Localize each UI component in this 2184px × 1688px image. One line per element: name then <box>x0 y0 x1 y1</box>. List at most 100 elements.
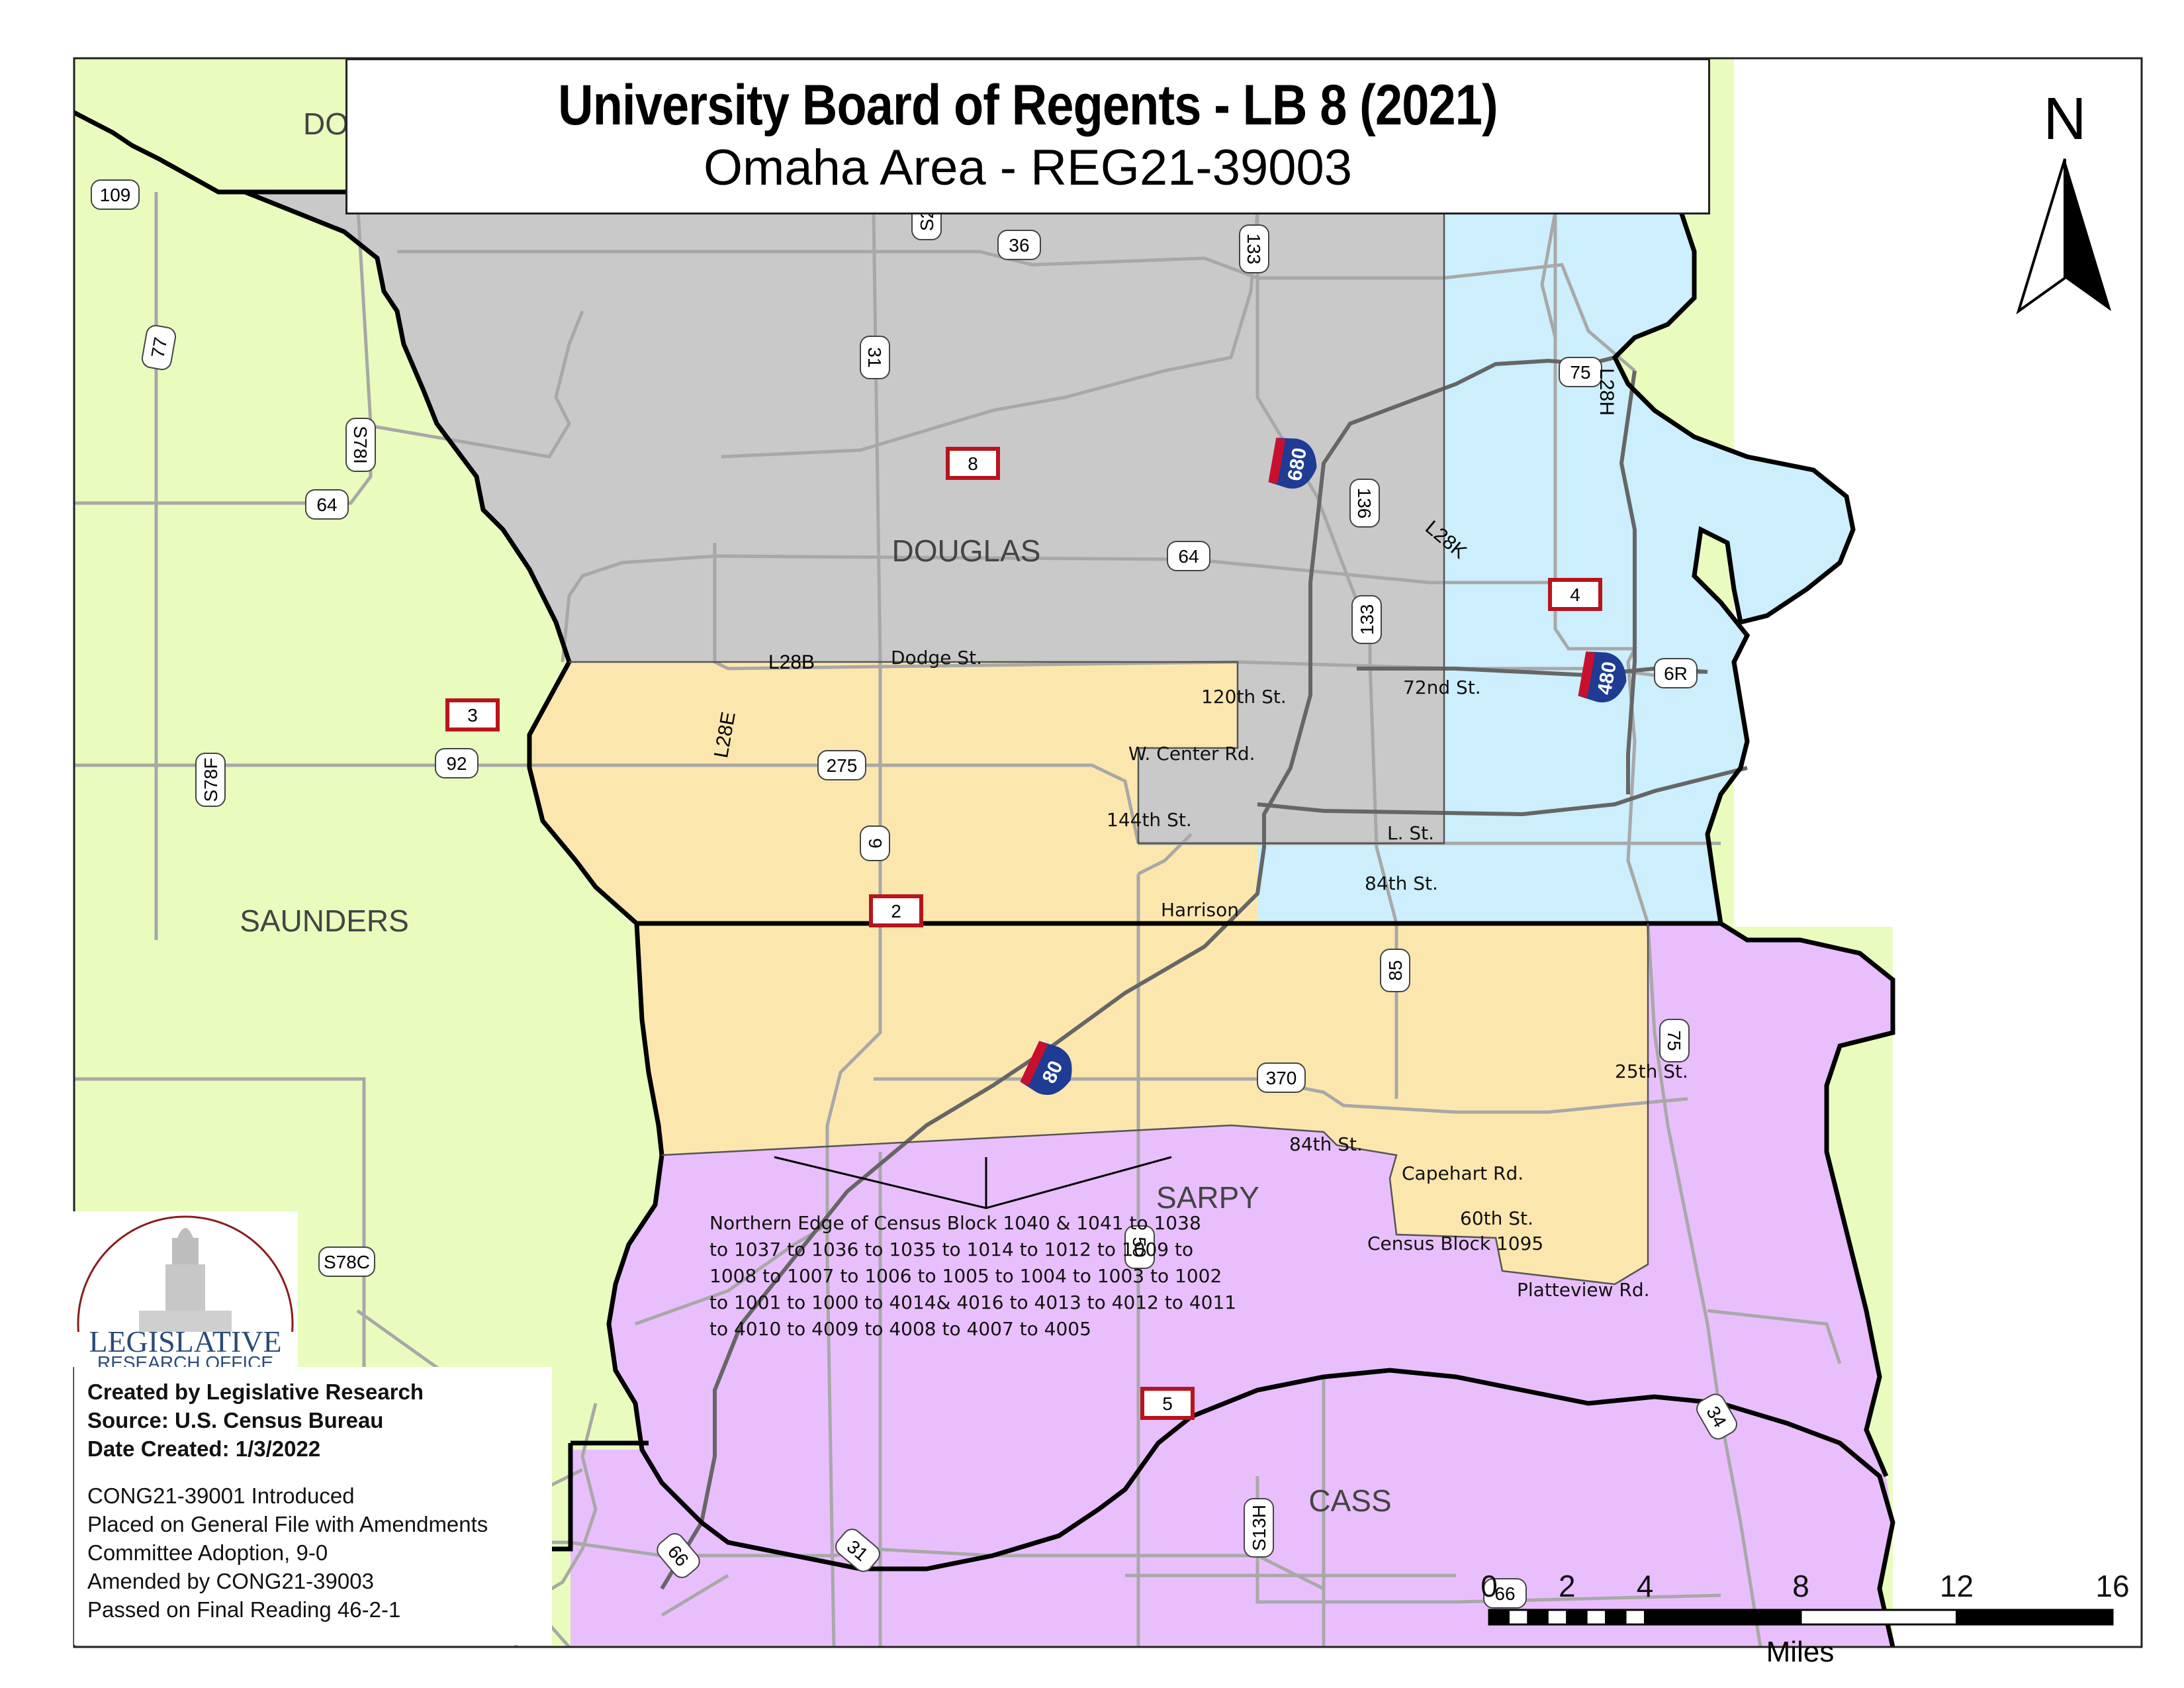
shield-36-label: 36 <box>1009 235 1029 256</box>
shield-s78i-label: S78I <box>350 426 371 464</box>
label-w-center-rd: W. Center Rd. <box>1128 743 1255 765</box>
shield-66-east: 66 <box>1483 1578 1527 1609</box>
shield-6-label: 6 <box>865 838 886 849</box>
info-history-4: Amended by CONG21-39003 <box>87 1569 374 1593</box>
scale-bar-tick-label: 12 <box>1940 1569 1974 1603</box>
map-title-box: University Board of Regents - LB 8 (2021… <box>345 58 1710 214</box>
label-l-st: L. St. <box>1387 822 1434 844</box>
shield-66-west: 66 <box>657 1533 700 1578</box>
shield-s13h-label: S13H <box>1249 1505 1269 1551</box>
shield-92: 92 <box>435 748 478 778</box>
label-25th-st: 25th St. <box>1615 1060 1688 1082</box>
shield-31-south: 31 <box>835 1528 880 1572</box>
capitol-icon: LEGISLATIVE RESEARCH OFFICE <box>73 1215 298 1432</box>
shield-75-south-label: 75 <box>1664 1030 1684 1051</box>
shield-6r: 6R <box>1654 658 1698 688</box>
shield-75-north: 75 <box>1559 357 1602 387</box>
boundaries <box>74 110 1895 1647</box>
interstate-680: 680 <box>1268 438 1317 489</box>
label-144th-st: 144th St. <box>1107 809 1192 831</box>
district-5-area <box>569 923 1893 1647</box>
district-badge-5: 5 <box>1140 1387 1195 1420</box>
district-badge-4-label: 4 <box>1570 585 1580 605</box>
shield-370-label: 370 <box>1266 1068 1297 1088</box>
shield-50-label: 50 <box>1129 1237 1150 1257</box>
district-badge-5-label: 5 <box>1162 1393 1173 1414</box>
shield-370: 370 <box>1257 1062 1306 1093</box>
interstate-shields: 680 480 80 <box>1020 438 1627 1096</box>
annotation-line-4: to 1001 to 1000 to 4014& 4016 to 4013 to… <box>709 1291 1236 1313</box>
scale-bar-segment <box>1546 1609 1569 1626</box>
logo-line-2: RESEARCH OFFICE <box>97 1352 273 1367</box>
district-badge-3: 3 <box>445 698 500 731</box>
map-info-box: Created by Legislative Research Source: … <box>74 1367 552 1645</box>
annotation-line-5: to 4010 to 4009 to 4008 to 4007 to 4005 <box>709 1318 1091 1340</box>
label-84th-st-south: 84th St. <box>1289 1133 1363 1155</box>
district-badges: 2 3 4 5 8 <box>445 447 1602 1420</box>
shield-75-north-label: 75 <box>1570 362 1590 383</box>
logo-line-1: LEGISLATIVE <box>89 1325 281 1358</box>
iowa-area <box>1681 58 2142 1647</box>
scale-bar-segment <box>1956 1609 2114 1626</box>
shield-l28h-label: L28H <box>1596 368 1617 416</box>
shield-50: 50 <box>1124 1225 1155 1269</box>
shield-s13h: S13H <box>1244 1498 1274 1558</box>
scale-bar-tick-label: 2 <box>1559 1569 1576 1603</box>
county-label-sarpy: SARPY <box>1156 1180 1259 1215</box>
shield-64-west-label: 64 <box>316 494 337 515</box>
scale-bar-segment <box>1566 1609 1588 1626</box>
district-badge-2: 2 <box>869 894 923 927</box>
label-60th-st: 60th St. <box>1460 1207 1533 1229</box>
annotation-line-1: Northern Edge of Census Block 1040 & 104… <box>709 1212 1201 1234</box>
county-label-saunders: SAUNDERS <box>240 904 409 938</box>
highway-shields: 109 77 S78I 64 S78F 92 S78C 36 S2 133 31… <box>91 179 1737 1609</box>
shield-133-south-label: 133 <box>1357 604 1377 635</box>
census-block-annotation: Northern Edge of Census Block 1040 & 104… <box>709 1212 1236 1340</box>
shield-64-east-label: 64 <box>1178 546 1199 567</box>
street-labels: Dodge St. 120th St. 72nd St. W. Center R… <box>891 647 1688 1301</box>
label-platteview-rd: Platteview Rd. <box>1517 1279 1650 1301</box>
interstate-480: 480 <box>1578 651 1627 703</box>
district-2-north-area <box>529 662 1257 923</box>
shield-77-label: 77 <box>148 336 171 359</box>
annotation-line-3: 1008 to 1007 to 1006 to 1005 to 1004 to … <box>709 1265 1222 1287</box>
scale-bar-segment <box>1624 1609 1646 1626</box>
shield-133-north-label: 133 <box>1244 234 1264 265</box>
info-history-5: Passed on Final Reading 46-2-1 <box>87 1597 401 1622</box>
district-lines <box>569 212 1649 1286</box>
label-capehart-rd: Capehart Rd. <box>1402 1162 1524 1184</box>
shield-6r-label: 6R <box>1664 663 1688 684</box>
legislative-research-logo: LEGISLATIVE RESEARCH OFFICE <box>73 1211 298 1432</box>
shield-275-label: 275 <box>827 755 858 776</box>
annotation-line-2: to 1037 to 1036 to 1035 to 1014 to 1012 … <box>709 1239 1193 1260</box>
info-date: Date Created: 1/3/2022 <box>87 1436 321 1461</box>
scale-bar-segment <box>1585 1609 1608 1626</box>
scale-bar-segment <box>1527 1609 1549 1626</box>
scale-bar-tick-label: 16 <box>2095 1569 2129 1603</box>
county-label-douglas: DOUGLAS <box>892 534 1041 568</box>
county-label-douglas-partial: DO <box>303 107 349 141</box>
label-harrison: Harrison <box>1161 899 1239 921</box>
district-badge-2-label: 2 <box>891 901 901 921</box>
shield-s78f: S78F <box>195 753 226 807</box>
map-title: University Board of Regents - LB 8 (2021… <box>558 73 1498 137</box>
shield-31-north-label: 31 <box>864 347 885 367</box>
shield-l28b: L28B <box>768 651 815 673</box>
info-history-1: CONG21-39001 Introduced <box>87 1483 355 1508</box>
shield-l28b-label: L28B <box>768 651 815 673</box>
label-dodge-st: Dodge St. <box>891 647 982 669</box>
district-badge-4: 4 <box>1548 578 1602 611</box>
shield-s78i: S78I <box>345 418 376 472</box>
scale-bar-segment <box>1644 1609 1802 1626</box>
shield-31-north: 31 <box>860 336 890 379</box>
shield-133-north: 133 <box>1239 224 1269 273</box>
scale-bar-segment <box>1605 1609 1627 1626</box>
shield-77: 77 <box>141 324 177 371</box>
shield-s78c: S78C <box>318 1246 375 1277</box>
info-created-by: Created by Legislative Research <box>87 1380 424 1404</box>
shield-85: 85 <box>1380 949 1410 992</box>
north-label: N <box>2044 86 2087 152</box>
shield-6: 6 <box>860 825 890 861</box>
label-72nd-st: 72nd St. <box>1403 677 1481 698</box>
